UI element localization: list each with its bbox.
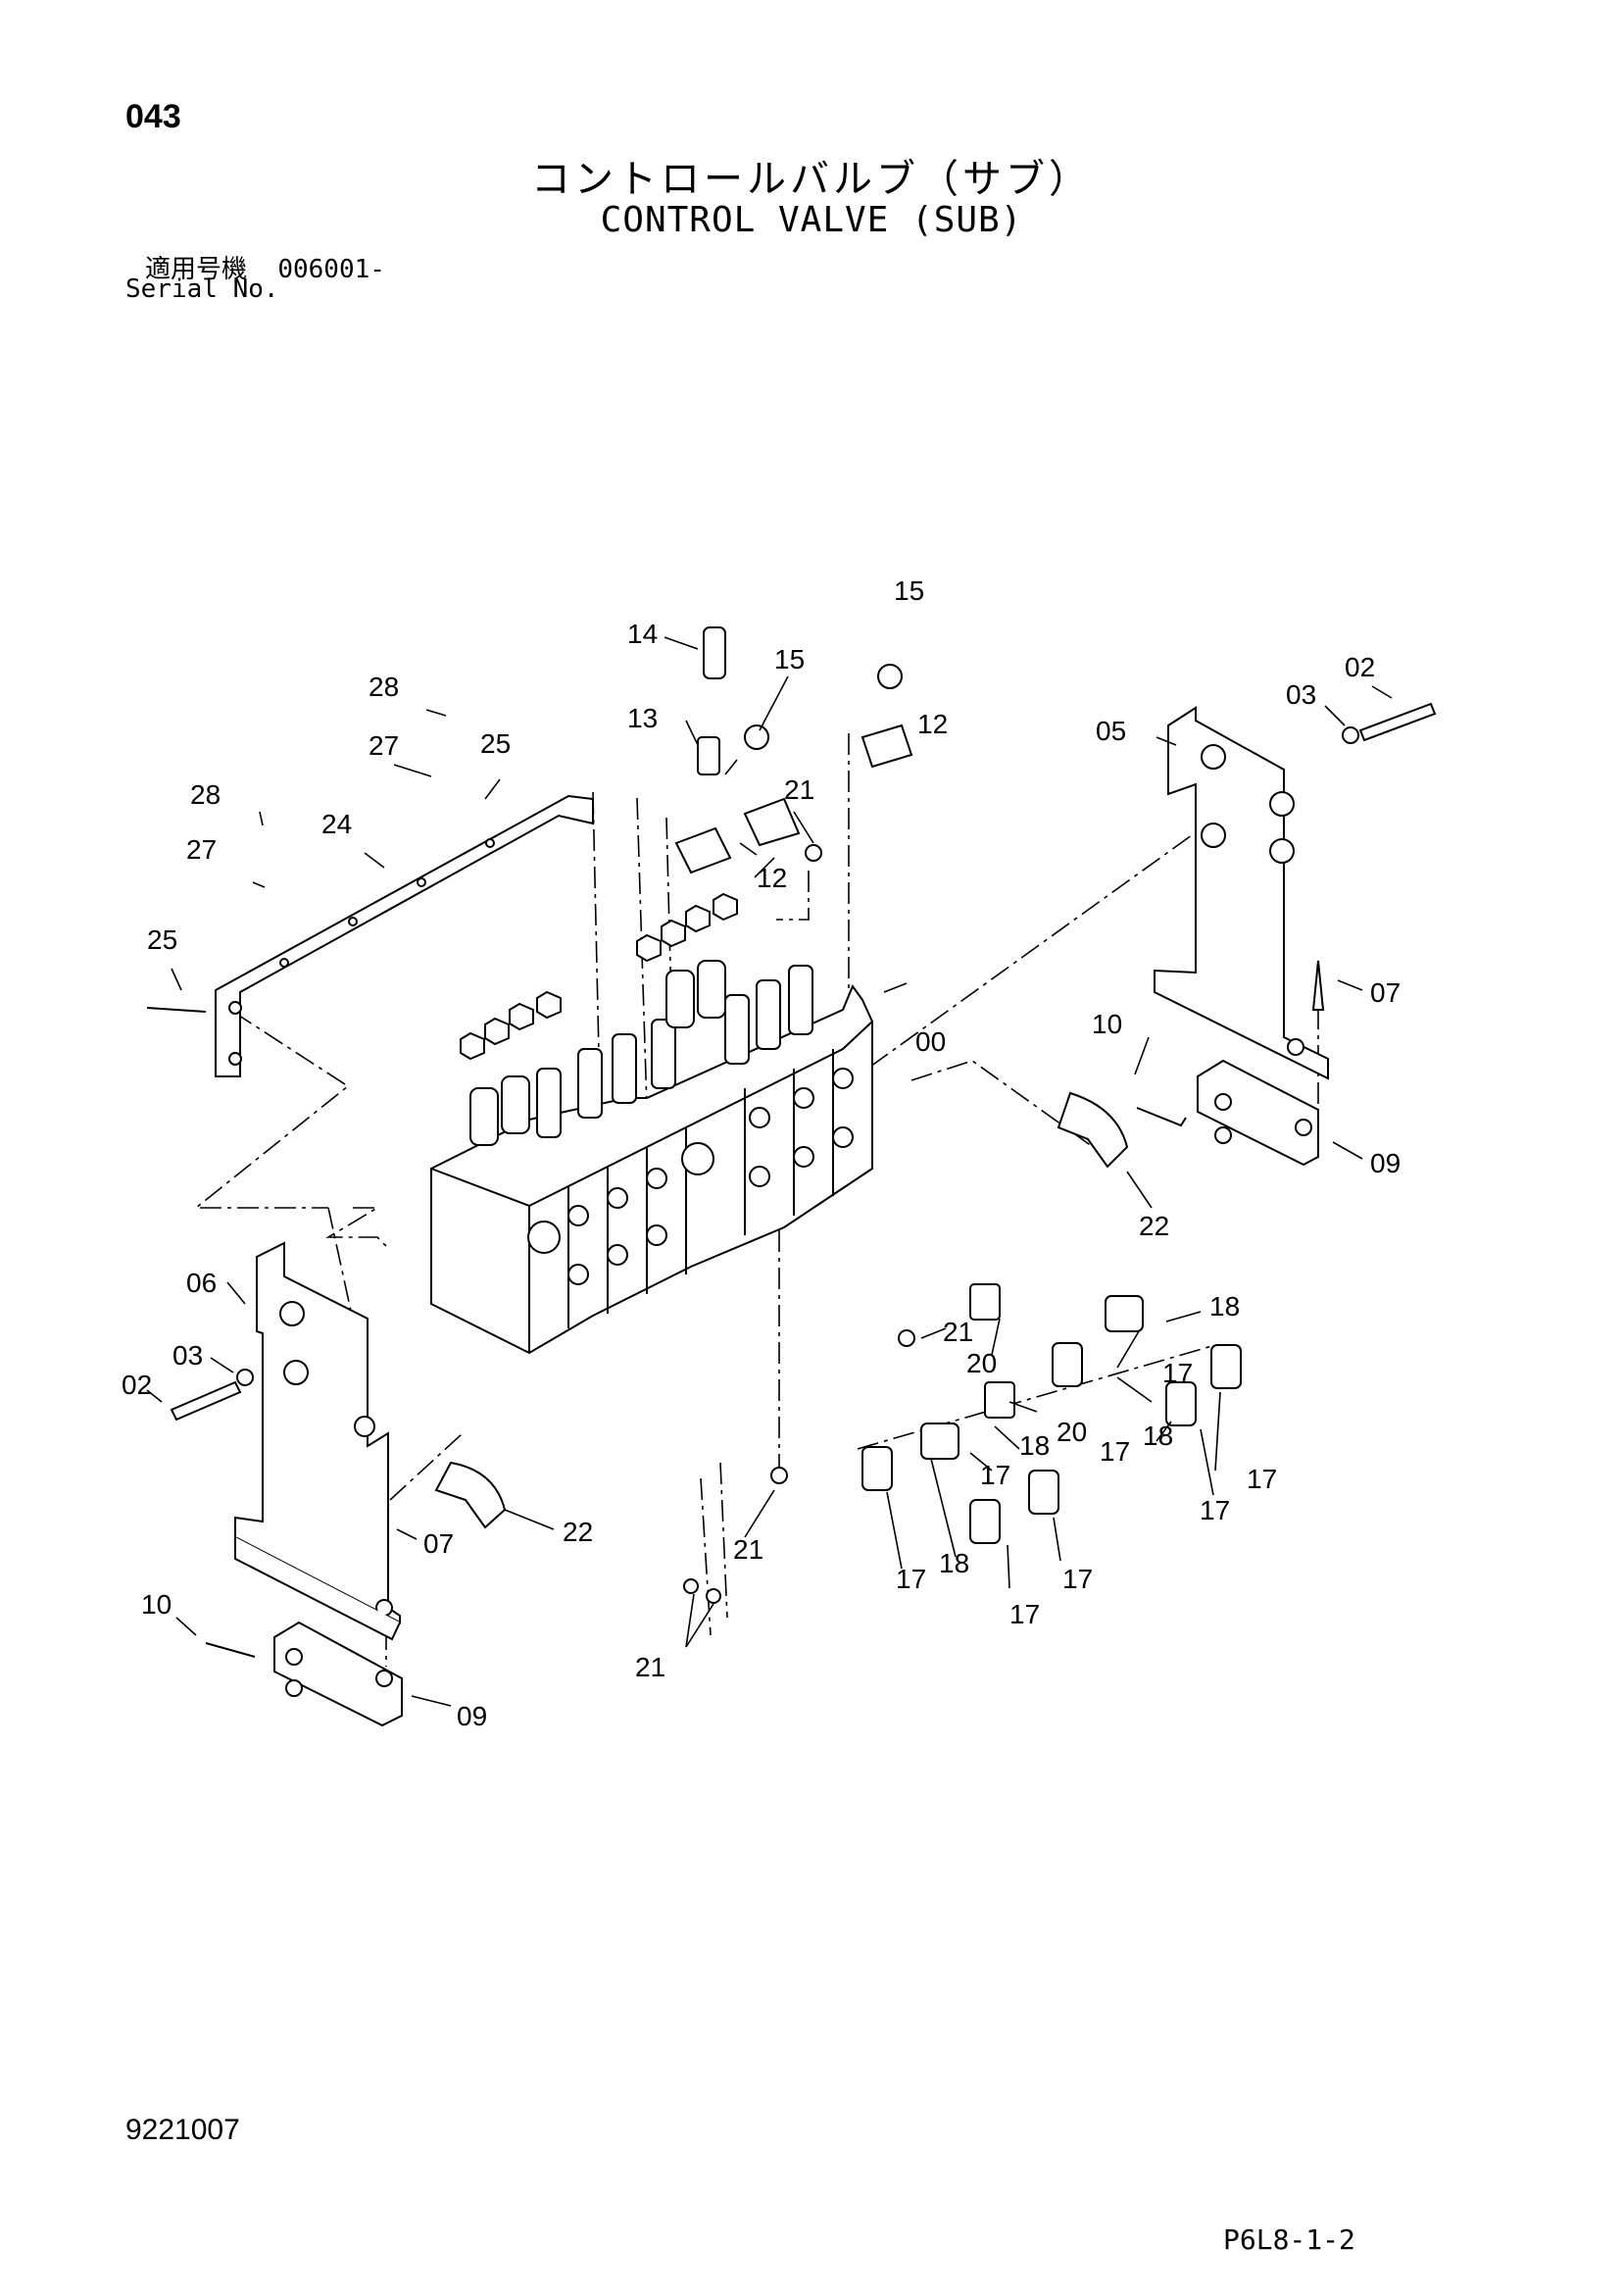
- callout-10: 10: [1092, 1009, 1122, 1039]
- callout-20: 20: [1057, 1417, 1087, 1447]
- fittings: [146, 626, 1437, 1658]
- callout-17: 17: [1009, 1599, 1040, 1629]
- callout-07: 07: [423, 1528, 454, 1559]
- callout-14: 14: [627, 619, 658, 649]
- callout-27: 27: [186, 834, 217, 865]
- callout-12: 12: [917, 709, 948, 739]
- callout-03: 03: [172, 1340, 203, 1371]
- callout-18: 18: [1209, 1291, 1240, 1322]
- title-japanese: コントロールバルブ（サブ）: [531, 157, 1092, 202]
- callout-25: 25: [480, 728, 511, 759]
- callout-27: 27: [369, 730, 399, 761]
- callout-06: 06: [186, 1268, 217, 1298]
- callout-20: 20: [966, 1348, 997, 1378]
- callout-21: 21: [943, 1317, 973, 1347]
- callout-17: 17: [980, 1460, 1010, 1490]
- extra-callout-17: 17: [1009, 1599, 1040, 1629]
- callout-10: 10: [141, 1589, 172, 1620]
- left-bracket-06: [234, 1241, 401, 1641]
- callout-22: 22: [1139, 1211, 1169, 1241]
- callout-17: 17: [1062, 1564, 1093, 1594]
- callout-28: 28: [190, 779, 221, 810]
- callout-25: 25: [147, 924, 177, 955]
- callout-05: 05: [1096, 716, 1126, 746]
- top-bracket-24: [215, 794, 594, 1077]
- small-brackets-09: [273, 1059, 1319, 1727]
- serial-value: 006001-: [277, 255, 385, 284]
- page-number: 043: [125, 98, 181, 135]
- callout-15: 15: [894, 575, 924, 606]
- callout-09: 09: [457, 1701, 487, 1731]
- callout-21: 21: [733, 1534, 763, 1565]
- valve-body-00: [430, 892, 873, 1355]
- callout-24: 24: [321, 809, 352, 839]
- callout-03: 03: [1286, 679, 1316, 710]
- document-code: 9221007: [125, 2114, 240, 2146]
- right-bracket-05: [1154, 706, 1329, 1080]
- callout-17: 17: [1162, 1358, 1193, 1388]
- callout-17: 17: [1100, 1436, 1130, 1467]
- callout-17: 17: [1247, 1464, 1277, 1494]
- callout-18: 18: [1019, 1430, 1050, 1461]
- callout-labels: 15 14 15 02 03 28 13 12 05 27 25 21 28 2…: [122, 575, 1401, 1731]
- callout-09: 09: [1370, 1148, 1401, 1178]
- serial-row: 適用号機 006001-: [145, 249, 385, 285]
- callout-17: 17: [1200, 1495, 1230, 1525]
- callout-21: 21: [784, 774, 814, 805]
- callout-00: 00: [915, 1026, 946, 1057]
- callout-28: 28: [369, 672, 399, 702]
- callout-02: 02: [122, 1370, 152, 1400]
- callout-13: 13: [627, 703, 658, 733]
- callout-02: 02: [1345, 652, 1375, 682]
- serial-label-jp: 適用号機: [145, 255, 248, 284]
- callout-07: 07: [1370, 977, 1401, 1008]
- callout-18: 18: [939, 1548, 969, 1578]
- page-code: P6L8-1-2: [1223, 2223, 1355, 2256]
- callout-15: 15: [774, 644, 805, 674]
- callout-12: 12: [757, 863, 787, 893]
- leader-lines: [146, 636, 1393, 1707]
- title-english: CONTROL VALVE (SUB): [600, 200, 1023, 240]
- callout-17: 17: [896, 1564, 926, 1594]
- callout-21: 21: [635, 1652, 665, 1682]
- serial-label-en: Serial No.: [125, 275, 279, 304]
- callout-18: 18: [1143, 1421, 1173, 1451]
- callout-22: 22: [563, 1517, 593, 1547]
